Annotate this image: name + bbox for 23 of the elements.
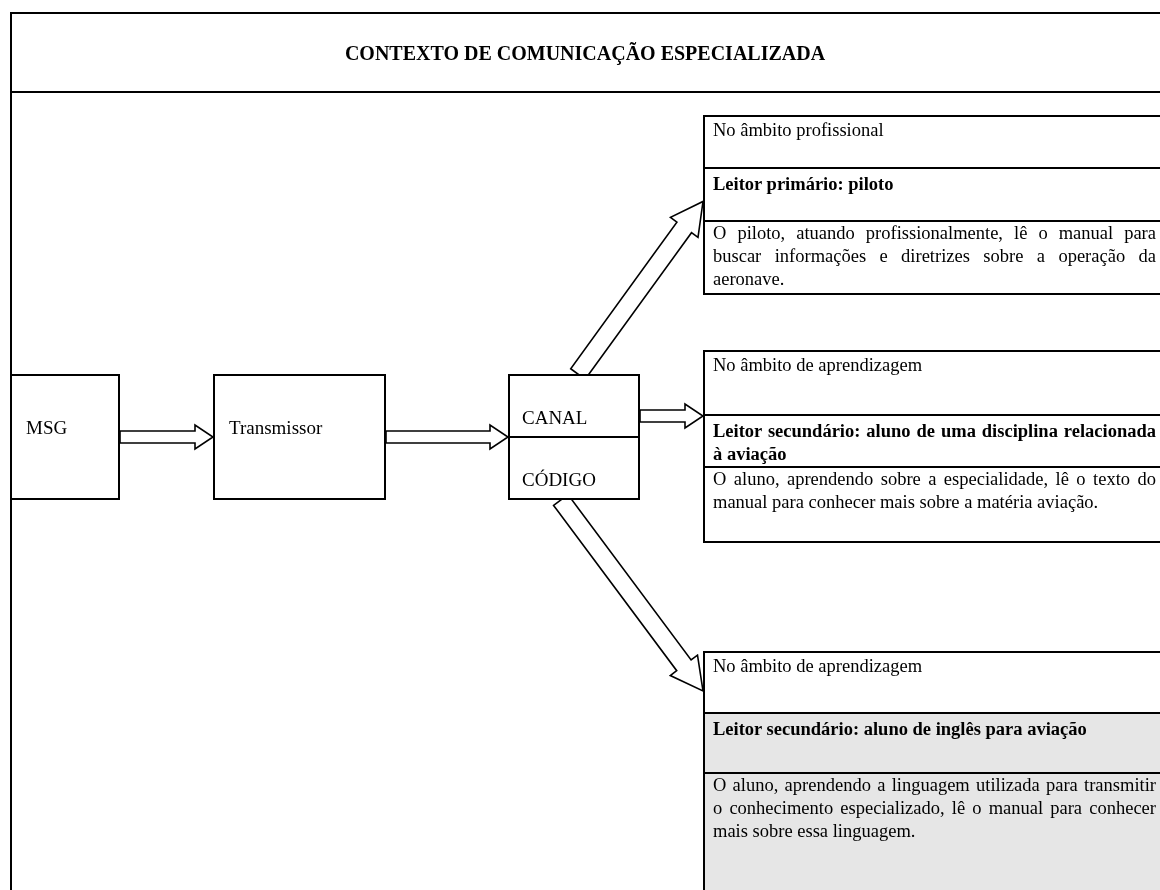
box-label: CÓDIGO bbox=[522, 467, 596, 492]
box-label: CANAL bbox=[522, 405, 588, 430]
process-box bbox=[10, 374, 120, 500]
block-arrow bbox=[119, 423, 215, 451]
box-label: Transmissor bbox=[229, 416, 324, 440]
box-label: MSG bbox=[26, 416, 69, 440]
channel-code-box bbox=[508, 374, 640, 500]
reader-heading: Leitor secundário: aluno de inglês para aviação bbox=[713, 718, 1088, 741]
reader-panel bbox=[703, 115, 1160, 295]
context-label: No âmbito profissional bbox=[713, 119, 885, 142]
process-box bbox=[213, 374, 386, 500]
block-arrow bbox=[385, 423, 510, 451]
reader-description: O piloto, atuando profissionalmente, lê o manual para buscar informações e diretrizes sobre a operação da aeronave. bbox=[713, 222, 1156, 291]
reader-description: O aluno, aprendendo a linguagem utilizada para transmitir o conhecimento especializado, lê o manual para conhecer mais sobre essa linguagem. bbox=[713, 774, 1156, 843]
diagram-title: CONTEXTO DE COMUNICAÇÃO ESPECIALIZADA bbox=[343, 41, 827, 67]
reader-heading: Leitor primário: piloto bbox=[713, 173, 895, 196]
reader-heading: Leitor secundário: aluno de uma disciplina relacionada à aviação bbox=[713, 420, 1156, 466]
context-label: No âmbito de aprendizagem bbox=[713, 655, 924, 678]
reader-description: O aluno, aprendendo sobre a especialidade, lê o texto do manual para conhecer mais sobre a matéria aviação. bbox=[713, 468, 1156, 514]
block-arrow bbox=[639, 402, 705, 430]
reader-panel bbox=[703, 350, 1160, 543]
context-label: No âmbito de aprendizagem bbox=[713, 354, 924, 377]
reader-panel bbox=[703, 651, 1160, 890]
